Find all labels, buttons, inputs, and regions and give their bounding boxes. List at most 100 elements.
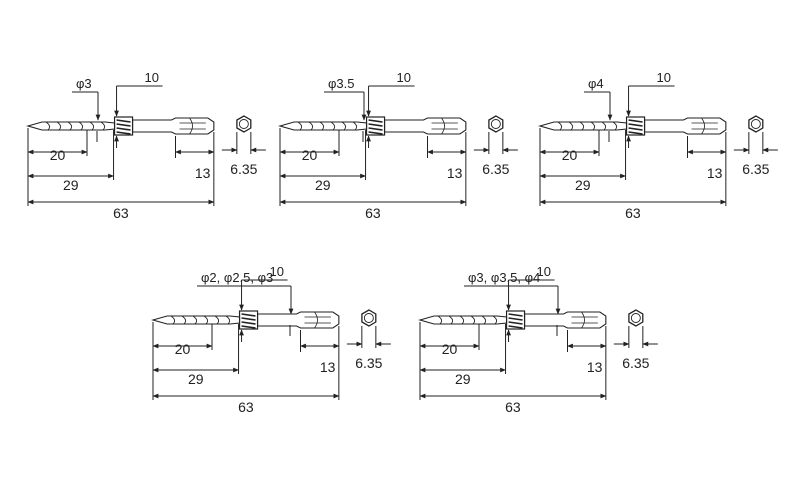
diameter-label: φ3, φ3.5, φ4 xyxy=(468,270,540,285)
diameter-label: φ3 xyxy=(76,76,92,91)
drill-bit-body xyxy=(25,116,215,136)
dimension-13-label: 13 xyxy=(587,359,603,375)
flute-twist xyxy=(89,121,95,131)
dimension-13-label: 13 xyxy=(195,165,211,181)
collar-callout: 10 xyxy=(114,70,163,148)
collar-callout: 10 xyxy=(626,70,675,148)
flute-twist xyxy=(601,121,607,131)
collar-label: 10 xyxy=(537,264,551,279)
dimension-29-label: 29 xyxy=(315,177,331,193)
hex-shank xyxy=(132,117,215,135)
hex-inner-circle xyxy=(750,119,761,129)
hex-outline xyxy=(488,115,504,133)
dimension-20-label: 20 xyxy=(562,147,578,163)
flute-twist xyxy=(214,315,220,325)
diameter-callout: φ3 xyxy=(72,76,101,142)
hex-width-label: 6.35 xyxy=(355,355,382,371)
flute-twist xyxy=(225,315,231,325)
collar-thread xyxy=(628,119,643,123)
dimension-20-label: 20 xyxy=(302,147,318,163)
collar-thread xyxy=(368,127,383,131)
dimension-63-label: 63 xyxy=(505,399,521,415)
hex-outline xyxy=(628,309,644,327)
diameter-callout: φ4 xyxy=(584,76,613,142)
dimension-20-label: 20 xyxy=(442,341,458,357)
flute-twist xyxy=(100,121,106,131)
dimension-13-label: 13 xyxy=(447,165,463,181)
hex-cross-section: 6.35 xyxy=(613,309,658,371)
dimension-29-label: 29 xyxy=(188,371,204,387)
dimension-63-label: 63 xyxy=(625,205,641,221)
hex-cross-section: 6.35 xyxy=(473,115,518,177)
dimension-20-label: 20 xyxy=(175,341,191,357)
flute-twist xyxy=(67,121,73,131)
flute-twist xyxy=(56,121,62,131)
flute-twist xyxy=(459,315,465,325)
hex-inner-circle xyxy=(238,119,249,129)
collar-thread xyxy=(368,131,383,135)
drill-bit-panel: φ3.5 10 20 29 63 13 6.35 xyxy=(277,70,518,221)
hex-outline xyxy=(361,309,377,327)
flute-twist xyxy=(579,121,585,131)
flute-twist xyxy=(297,121,303,131)
flute-twist xyxy=(330,121,336,131)
diameter-callout: φ3.5 xyxy=(324,76,367,142)
hex-shank xyxy=(644,117,727,135)
shank-groove xyxy=(701,117,705,135)
collar-thread xyxy=(116,127,131,131)
flute-twist xyxy=(448,315,454,325)
hex-shank xyxy=(257,311,340,329)
dimension-63-label: 63 xyxy=(365,205,381,221)
collar-thread xyxy=(241,313,256,317)
flute-twist xyxy=(78,121,84,131)
hex-width-label: 6.35 xyxy=(482,161,509,177)
dimension-63-label: 63 xyxy=(113,205,129,221)
drill-bit-body xyxy=(277,116,467,136)
dimension-lines: 20 29 63 13 xyxy=(279,128,467,221)
diameter-label: φ4 xyxy=(588,76,604,91)
hex-inner-circle xyxy=(630,313,641,323)
hex-width-label: 6.35 xyxy=(742,161,769,177)
hex-cross-section: 6.35 xyxy=(733,115,778,177)
collar-thread xyxy=(508,321,523,325)
dimension-13-label: 13 xyxy=(320,359,336,375)
collar-thread xyxy=(116,119,131,123)
hex-outline xyxy=(748,115,764,133)
flute-twist xyxy=(181,315,187,325)
hex-width-label: 6.35 xyxy=(622,355,649,371)
diameter-callout: φ2, φ2.5, φ3 xyxy=(197,270,294,336)
collar-thread xyxy=(628,127,643,131)
collar-label: 10 xyxy=(397,70,411,85)
flute-twist xyxy=(341,121,347,131)
collar-callout: 10 xyxy=(506,264,555,342)
hex-inner-circle xyxy=(490,119,501,129)
shank-groove xyxy=(581,311,585,329)
collar-thread xyxy=(241,317,256,321)
flute-twist xyxy=(557,121,563,131)
flute-twist xyxy=(319,121,325,131)
drill-bit-body xyxy=(417,310,607,330)
collar-thread xyxy=(116,123,131,127)
dimension-63-label: 63 xyxy=(238,399,254,415)
hex-shank xyxy=(384,117,467,135)
diameter-label: φ2, φ2.5, φ3 xyxy=(201,270,273,285)
diameter-label: φ3.5 xyxy=(328,76,355,91)
dimension-lines: 20 29 63 13 xyxy=(152,322,340,415)
collar-thread xyxy=(368,123,383,127)
collar-label: 10 xyxy=(270,264,284,279)
hex-cross-section: 6.35 xyxy=(221,115,266,177)
collar-thread xyxy=(116,131,131,135)
collar-thread xyxy=(368,119,383,123)
hex-shank xyxy=(524,311,607,329)
shank-groove xyxy=(314,311,318,329)
drill-bit-body xyxy=(537,116,727,136)
collar-label: 10 xyxy=(145,70,159,85)
collar-callout: 10 xyxy=(239,264,288,342)
flute-twist xyxy=(170,315,176,325)
flute-twist xyxy=(590,121,596,131)
collar-thread xyxy=(628,123,643,127)
